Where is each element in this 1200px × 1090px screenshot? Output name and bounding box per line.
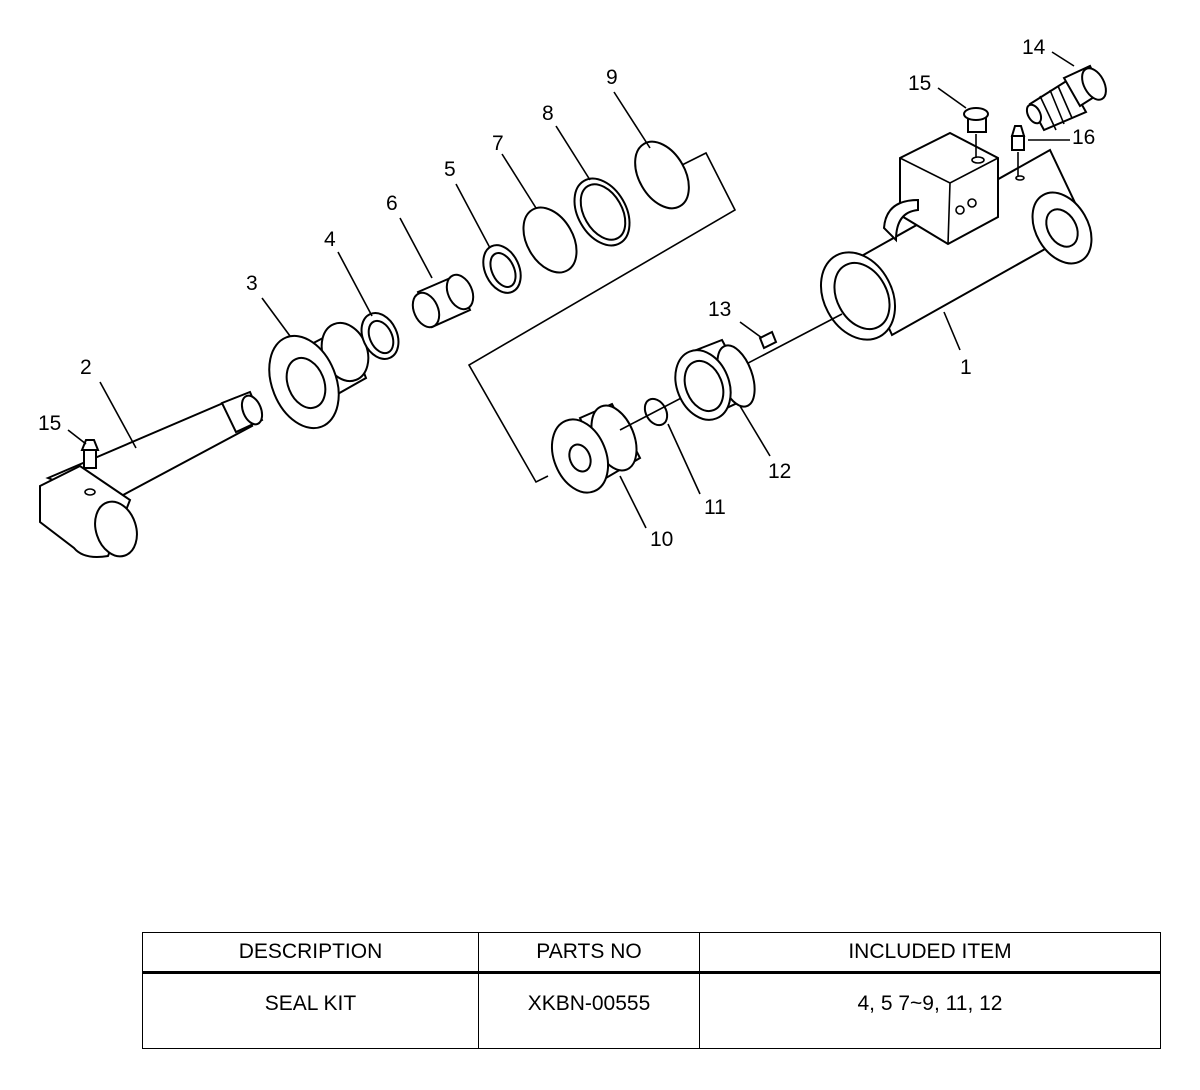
o-ring-9 bbox=[634, 140, 690, 210]
seal-kit-bracket bbox=[467, 151, 737, 484]
label-part-4: 4 bbox=[324, 228, 336, 251]
piston-rod bbox=[39, 390, 264, 558]
label-part-16: 16 bbox=[1072, 126, 1095, 149]
rod-guide-gland bbox=[268, 321, 370, 430]
label-part-1: 1 bbox=[960, 356, 972, 379]
header-included-item: INCLUDED ITEM bbox=[699, 932, 1161, 974]
diagram-canvas: 1 2 3 4 5 6 7 8 9 10 11 12 13 14 15 15 1… bbox=[38, 36, 1107, 558]
set-screw bbox=[758, 330, 778, 350]
cell-description: SEAL KIT bbox=[142, 972, 479, 1049]
grease-nipple bbox=[1010, 125, 1026, 151]
rod-seal-ring bbox=[360, 312, 400, 360]
header-description: DESCRIPTION bbox=[142, 932, 479, 974]
label-part-9: 9 bbox=[606, 66, 618, 89]
header-parts-no: PARTS NO bbox=[478, 932, 700, 974]
label-part-13: 13 bbox=[708, 298, 731, 321]
label-part-2: 2 bbox=[80, 356, 92, 379]
label-part-6: 6 bbox=[386, 192, 398, 215]
label-part-15-lower: 15 bbox=[38, 412, 61, 435]
cell-parts-no: XKBN-00555 bbox=[478, 972, 700, 1049]
label-part-12: 12 bbox=[768, 460, 791, 483]
wiper-seal bbox=[482, 244, 522, 294]
table-header-row: DESCRIPTION PARTS NO INCLUDED ITEM bbox=[142, 932, 1161, 974]
seal-kit-table: DESCRIPTION PARTS NO INCLUDED ITEM SEAL … bbox=[142, 932, 1161, 1049]
label-part-10: 10 bbox=[650, 528, 673, 551]
label-part-14: 14 bbox=[1022, 36, 1046, 59]
o-ring-7 bbox=[522, 206, 578, 274]
backup-ring bbox=[573, 177, 631, 247]
label-part-5: 5 bbox=[444, 158, 456, 181]
piston-seal bbox=[674, 338, 756, 421]
label-part-15-upper: 15 bbox=[908, 72, 931, 95]
cell-included-item: 4, 5 7~9, 11, 12 bbox=[699, 972, 1161, 1049]
label-part-8: 8 bbox=[542, 102, 554, 125]
relief-valve-cartridge bbox=[1025, 64, 1107, 132]
cylinder-barrel bbox=[820, 131, 1093, 341]
bushing bbox=[411, 273, 475, 329]
label-part-11: 11 bbox=[704, 496, 726, 519]
plug-upper bbox=[963, 107, 989, 133]
label-part-3: 3 bbox=[246, 272, 258, 295]
piston bbox=[551, 402, 642, 494]
table-row: SEAL KIT XKBN-00555 4, 5 7~9, 11, 12 bbox=[142, 972, 1161, 1049]
exploded-parts-diagram: 1 2 3 4 5 6 7 8 9 10 11 12 13 14 15 15 1… bbox=[38, 36, 1107, 558]
label-part-7: 7 bbox=[492, 132, 504, 155]
leader-lines bbox=[67, 51, 1075, 529]
